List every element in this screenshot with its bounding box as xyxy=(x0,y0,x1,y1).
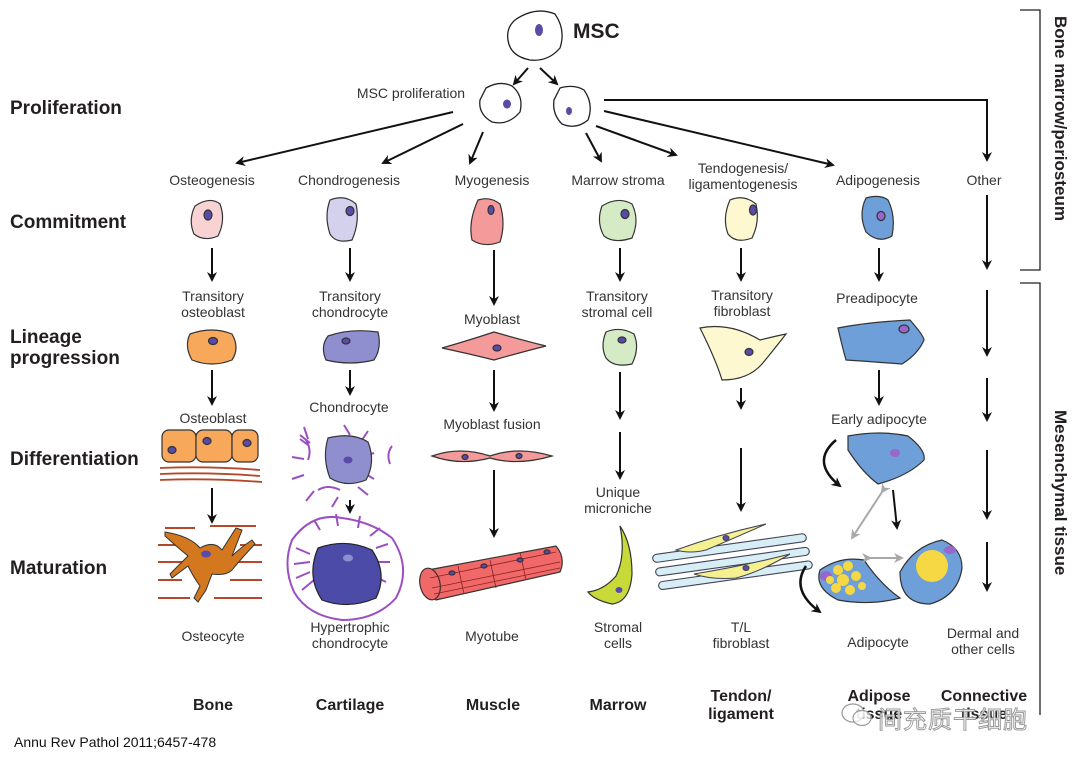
label-early-adipocyte: Early adipocyte xyxy=(831,411,927,427)
bracket-bone-marrow xyxy=(1020,9,1041,271)
tissue-marrow: Marrow xyxy=(589,697,647,714)
label-myoblast-fusion: Myoblast fusion xyxy=(443,416,541,432)
arrow xyxy=(512,67,529,86)
pathway-tendogenesis: Tendogenesis/ ligamentogenesis xyxy=(688,160,798,192)
osteocyte xyxy=(158,525,262,603)
tendon-fibroblasts xyxy=(652,523,813,591)
msc-proliferation-cell-right xyxy=(553,85,591,127)
lineage-arrows xyxy=(207,195,992,592)
arrow xyxy=(539,67,559,86)
msc-proliferation-cell-left xyxy=(479,82,522,124)
tissue-bone: Bone xyxy=(193,697,233,714)
pathway-chondrogenesis: Chondrogenesis xyxy=(298,172,400,188)
label-chondrocyte: Chondrocyte xyxy=(309,399,389,415)
label-preadipocyte: Preadipocyte xyxy=(836,290,918,306)
stage-maturation: Maturation xyxy=(10,558,108,579)
msc-label: MSC xyxy=(573,20,620,43)
msc-proliferation-label: MSC proliferation xyxy=(356,85,466,101)
label-osteoblast: Osteoblast xyxy=(179,410,247,426)
label-tl-fibroblast: T/L fibroblast xyxy=(712,619,770,651)
label-transitory-stromal-cell: Transitory stromal cell xyxy=(581,288,653,320)
label-adipocyte: Adipocyte xyxy=(847,634,909,650)
label-myotube: Myotube xyxy=(465,628,519,644)
myotube xyxy=(419,545,563,601)
label-transitory-chondrocyte: Transitory chondrocyte xyxy=(311,288,389,320)
tissue-connective: Connective tissue xyxy=(940,688,1028,723)
stage-proliferation: Proliferation xyxy=(10,98,122,119)
pathway-other: Other xyxy=(966,172,1002,188)
pathway-osteogenesis: Osteogenesis xyxy=(169,172,255,188)
label-stromal-cells: Stromal cells xyxy=(593,619,643,651)
wechat-icon xyxy=(841,703,872,727)
tissue-cartilage: Cartilage xyxy=(315,697,385,714)
stage-commitment: Commitment xyxy=(10,212,127,233)
label-transitory-fibroblast: Transitory fibroblast xyxy=(711,287,773,319)
lineage-progression-cells xyxy=(186,319,925,381)
stage-lineage-progression: Lineage progression xyxy=(10,327,120,369)
label-myoblast: Myoblast xyxy=(463,311,521,327)
bracket-label-mesenchymal: Mesenchymal tissue xyxy=(1051,410,1070,576)
label-transitory-osteoblast: Transitory osteoblast xyxy=(181,288,245,320)
label-osteocyte: Osteocyte xyxy=(181,628,245,644)
msc-stem-cell xyxy=(507,10,563,61)
citation: Annu Rev Pathol 2011;6457-478 xyxy=(14,734,217,750)
watermark: 间充质干细胞 xyxy=(878,707,1028,735)
stage-differentiation: Differentiation xyxy=(10,449,139,470)
bracket-label-bone-marrow: Bone marrow/periosteum xyxy=(1051,16,1070,221)
osteoblast-layer xyxy=(159,429,263,483)
stromal-cell xyxy=(586,525,633,605)
pathway-adipogenesis: Adipogenesis xyxy=(835,172,921,188)
commitment-cells xyxy=(190,195,894,246)
tissue-tendon-ligament: Tendon/ ligament xyxy=(708,688,774,723)
hypertrophic-chondrocyte xyxy=(286,513,405,622)
bracket-mesenchymal xyxy=(1020,282,1041,715)
chondrocyte-with-matrix xyxy=(291,424,393,508)
tissue-muscle: Muscle xyxy=(465,697,521,714)
pathway-myogenesis: Myogenesis xyxy=(454,172,530,188)
nucleus-icon xyxy=(535,24,543,36)
proliferation-arrows xyxy=(235,99,992,169)
label-hypertrophic-chondrocyte: Hypertrophic chondrocyte xyxy=(310,619,390,651)
label-dermal-other-cells: Dermal and other cells xyxy=(946,625,1020,657)
pathway-marrow-stroma: Marrow stroma xyxy=(571,172,665,188)
early-adipocyte xyxy=(822,432,925,488)
myoblast-fusion xyxy=(430,450,555,463)
adipocytes xyxy=(799,482,963,614)
label-unique-microniche: Unique microniche xyxy=(584,484,652,516)
